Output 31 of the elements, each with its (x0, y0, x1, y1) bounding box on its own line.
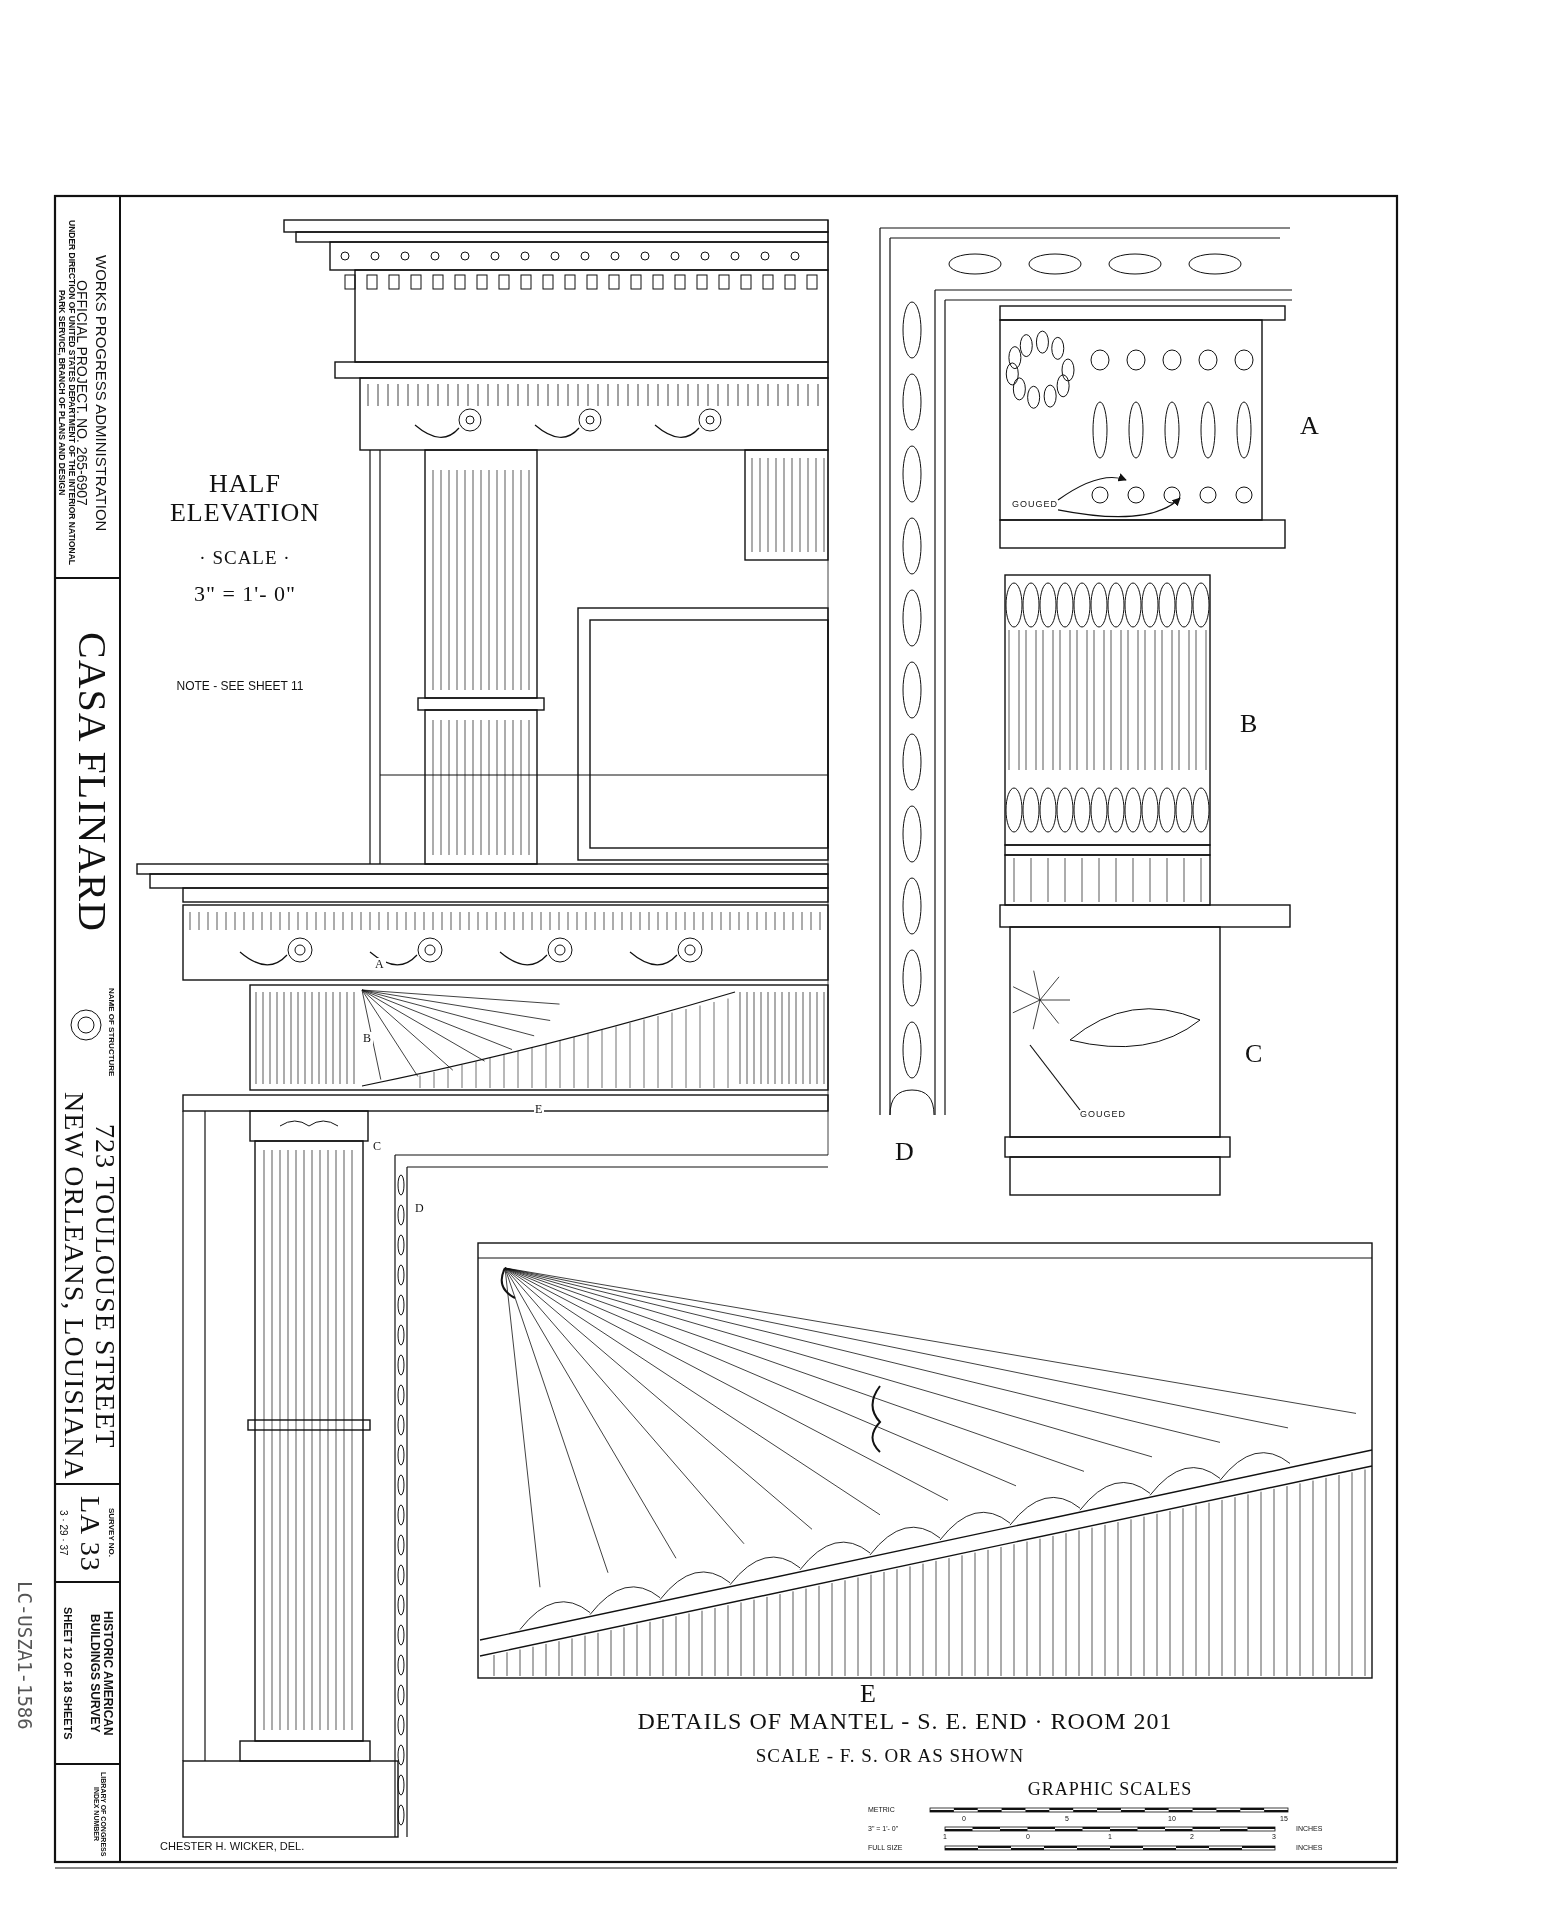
sheet-number: SHEET 12 OF 18 SHEETS (62, 1605, 75, 1742)
callout-letter: B (362, 1032, 373, 1046)
agency-note: UNDER DIRECTION OF UNITED STATES DEPARTMENT OF THE INTERIOR NATIONAL PARK SERVICE, BRANCH OF PLANS AND DESIGN (57, 219, 76, 568)
leader-line (1029, 1044, 1081, 1111)
detail-note: GOUGED (1012, 500, 1058, 510)
structure-name: CASA FLINARD (70, 631, 114, 934)
callout-letter: A (1300, 412, 1320, 441)
scale-note: SCALE - F. S. OR AS SHOWN (754, 1746, 1026, 1767)
sheet-heading: DETAILS OF MANTEL - S. E. END · ROOM 201 (636, 1708, 1174, 1735)
project-number: OFFICIAL PROJECT. NO. 265-6907 (74, 280, 90, 506)
archive-number: LC-USZA1-1586 (14, 1579, 35, 1732)
scale-note: 3" = 1'- 0" (192, 582, 298, 607)
detail-note: GOUGED (1080, 1110, 1126, 1120)
survey-date: 3 · 29 · 37 (58, 1509, 69, 1558)
field-label: NAME OF STRUCTURE (106, 986, 115, 1079)
callout-letter: D (895, 1138, 915, 1167)
scale-note: · SCALE · (198, 548, 292, 569)
note-text: NOTE - SEE SHEET 11 (175, 680, 305, 694)
address-text: 723 TOULOUSE STREET NEW ORLEANS, LOUISIANA (58, 1092, 120, 1480)
agency-text: WORKS PROGRESS ADMINISTRATION (92, 253, 109, 534)
callout-letter: C (1245, 1040, 1264, 1069)
callout-letter: E (860, 1680, 877, 1709)
leader-line (1057, 497, 1181, 518)
survey-number: LA 33 (74, 1495, 105, 1574)
callout-letter: B (1240, 710, 1259, 739)
leader-line (1057, 473, 1127, 501)
scale-heading: GRAPHIC SCALES (1026, 1780, 1194, 1800)
drawing-title: HALF ELEVATION (168, 470, 322, 528)
draftsman-credit: CHESTER H. WICKER, DEL. (160, 1840, 305, 1853)
field-label: SURVEY NO. (106, 1507, 115, 1560)
survey-name: HISTORIC AMERICAN BUILDINGS SURVEY (88, 1609, 115, 1738)
